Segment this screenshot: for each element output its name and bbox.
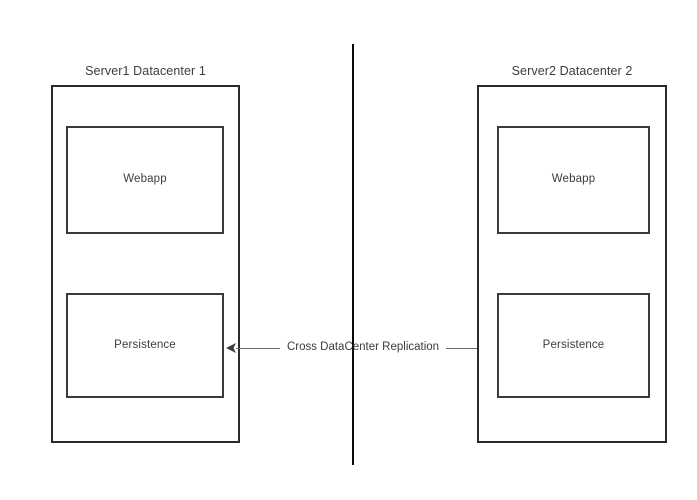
component-label-left-persistence: Persistence [114,338,176,351]
arrow-left-icon [226,342,236,354]
replication-connector[interactable]: Cross DataCenter Replication [226,339,500,357]
component-label-right-persistence: Persistence [542,338,605,351]
group-title-left: Server1 Datacenter 1 [85,64,206,78]
group-title-right: Server2 Datacenter 2 [511,64,633,78]
component-box-left-webapp[interactable]: Webapp [66,126,224,234]
component-label-right-webapp: Webapp [551,173,596,186]
component-box-left-persistence[interactable]: Persistence [66,293,224,398]
connector-line-left [236,347,280,349]
component-label-left-webapp: Webapp [123,173,167,186]
connector-line-right [446,347,490,349]
datacenter-divider-line [352,44,354,465]
component-box-right-persistence[interactable]: Persistence [497,293,650,398]
replication-connector-label: Cross DataCenter Replication [286,341,440,354]
component-box-right-webapp[interactable]: Webapp [497,126,650,234]
